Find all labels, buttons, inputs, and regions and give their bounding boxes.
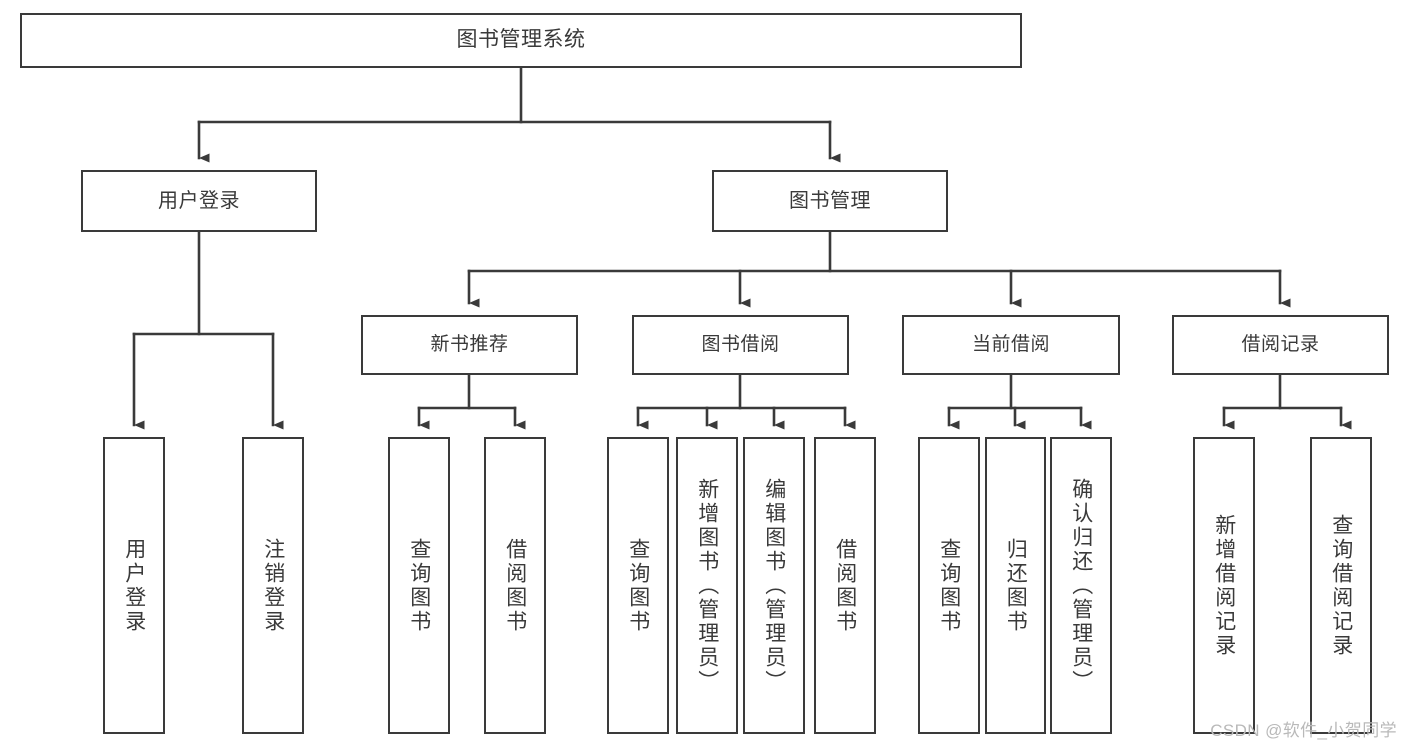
node-leaf-user-login[interactable]: 用户登录 — [103, 437, 165, 734]
node-label: 用户登录 — [158, 189, 240, 212]
node-leaf-add-borrow-record[interactable]: 新增借阅记录 — [1193, 437, 1255, 734]
node-label: 借阅图书 — [833, 537, 857, 634]
node-leaf-return-book[interactable]: 归还图书 — [985, 437, 1046, 734]
node-label: 查询图书 — [626, 537, 650, 634]
node-leaf-confirm-return-admin[interactable]: 确认归还（管理员） — [1050, 437, 1112, 734]
node-new-book-recommend[interactable]: 新书推荐 — [361, 315, 578, 375]
node-label: 确认归还（管理员） — [1069, 477, 1093, 694]
node-label: 查询图书 — [407, 537, 431, 634]
node-leaf-query-borrow-record[interactable]: 查询借阅记录 — [1310, 437, 1372, 734]
node-label: 图书管理系统 — [456, 28, 586, 52]
node-label: 查询图书 — [937, 537, 961, 634]
node-label: 借阅记录 — [1241, 334, 1320, 356]
node-leaf-edit-book-admin[interactable]: 编辑图书（管理员） — [743, 437, 805, 734]
node-label: 新书推荐 — [430, 334, 509, 356]
node-leaf-borrow-book[interactable]: 借阅图书 — [814, 437, 876, 734]
node-borrow-record[interactable]: 借阅记录 — [1172, 315, 1389, 375]
node-leaf-query-book-borrow[interactable]: 查询图书 — [607, 437, 669, 734]
node-label: 图书管理 — [789, 189, 871, 212]
node-root-system[interactable]: 图书管理系统 — [20, 13, 1022, 68]
node-label: 查询借阅记录 — [1329, 513, 1353, 658]
node-leaf-add-book-admin[interactable]: 新增图书（管理员） — [676, 437, 738, 734]
node-leaf-query-book-recommend[interactable]: 查询图书 — [388, 437, 450, 734]
node-label: 用户登录 — [122, 537, 146, 634]
node-label: 注销登录 — [261, 537, 285, 634]
node-user-login[interactable]: 用户登录 — [81, 170, 317, 232]
node-leaf-query-book-current[interactable]: 查询图书 — [918, 437, 980, 734]
node-book-borrow[interactable]: 图书借阅 — [632, 315, 849, 375]
node-book-management[interactable]: 图书管理 — [712, 170, 948, 232]
node-leaf-borrow-book-recommend[interactable]: 借阅图书 — [484, 437, 546, 734]
node-label: 编辑图书（管理员） — [762, 477, 786, 694]
node-label: 归还图书 — [1004, 537, 1028, 634]
node-current-borrow[interactable]: 当前借阅 — [902, 315, 1120, 375]
node-label: 借阅图书 — [503, 537, 527, 634]
node-label: 当前借阅 — [971, 334, 1050, 356]
node-leaf-logout[interactable]: 注销登录 — [242, 437, 304, 734]
node-label: 图书借阅 — [701, 334, 780, 356]
node-label: 新增借阅记录 — [1212, 513, 1236, 658]
node-label: 新增图书（管理员） — [695, 477, 719, 694]
